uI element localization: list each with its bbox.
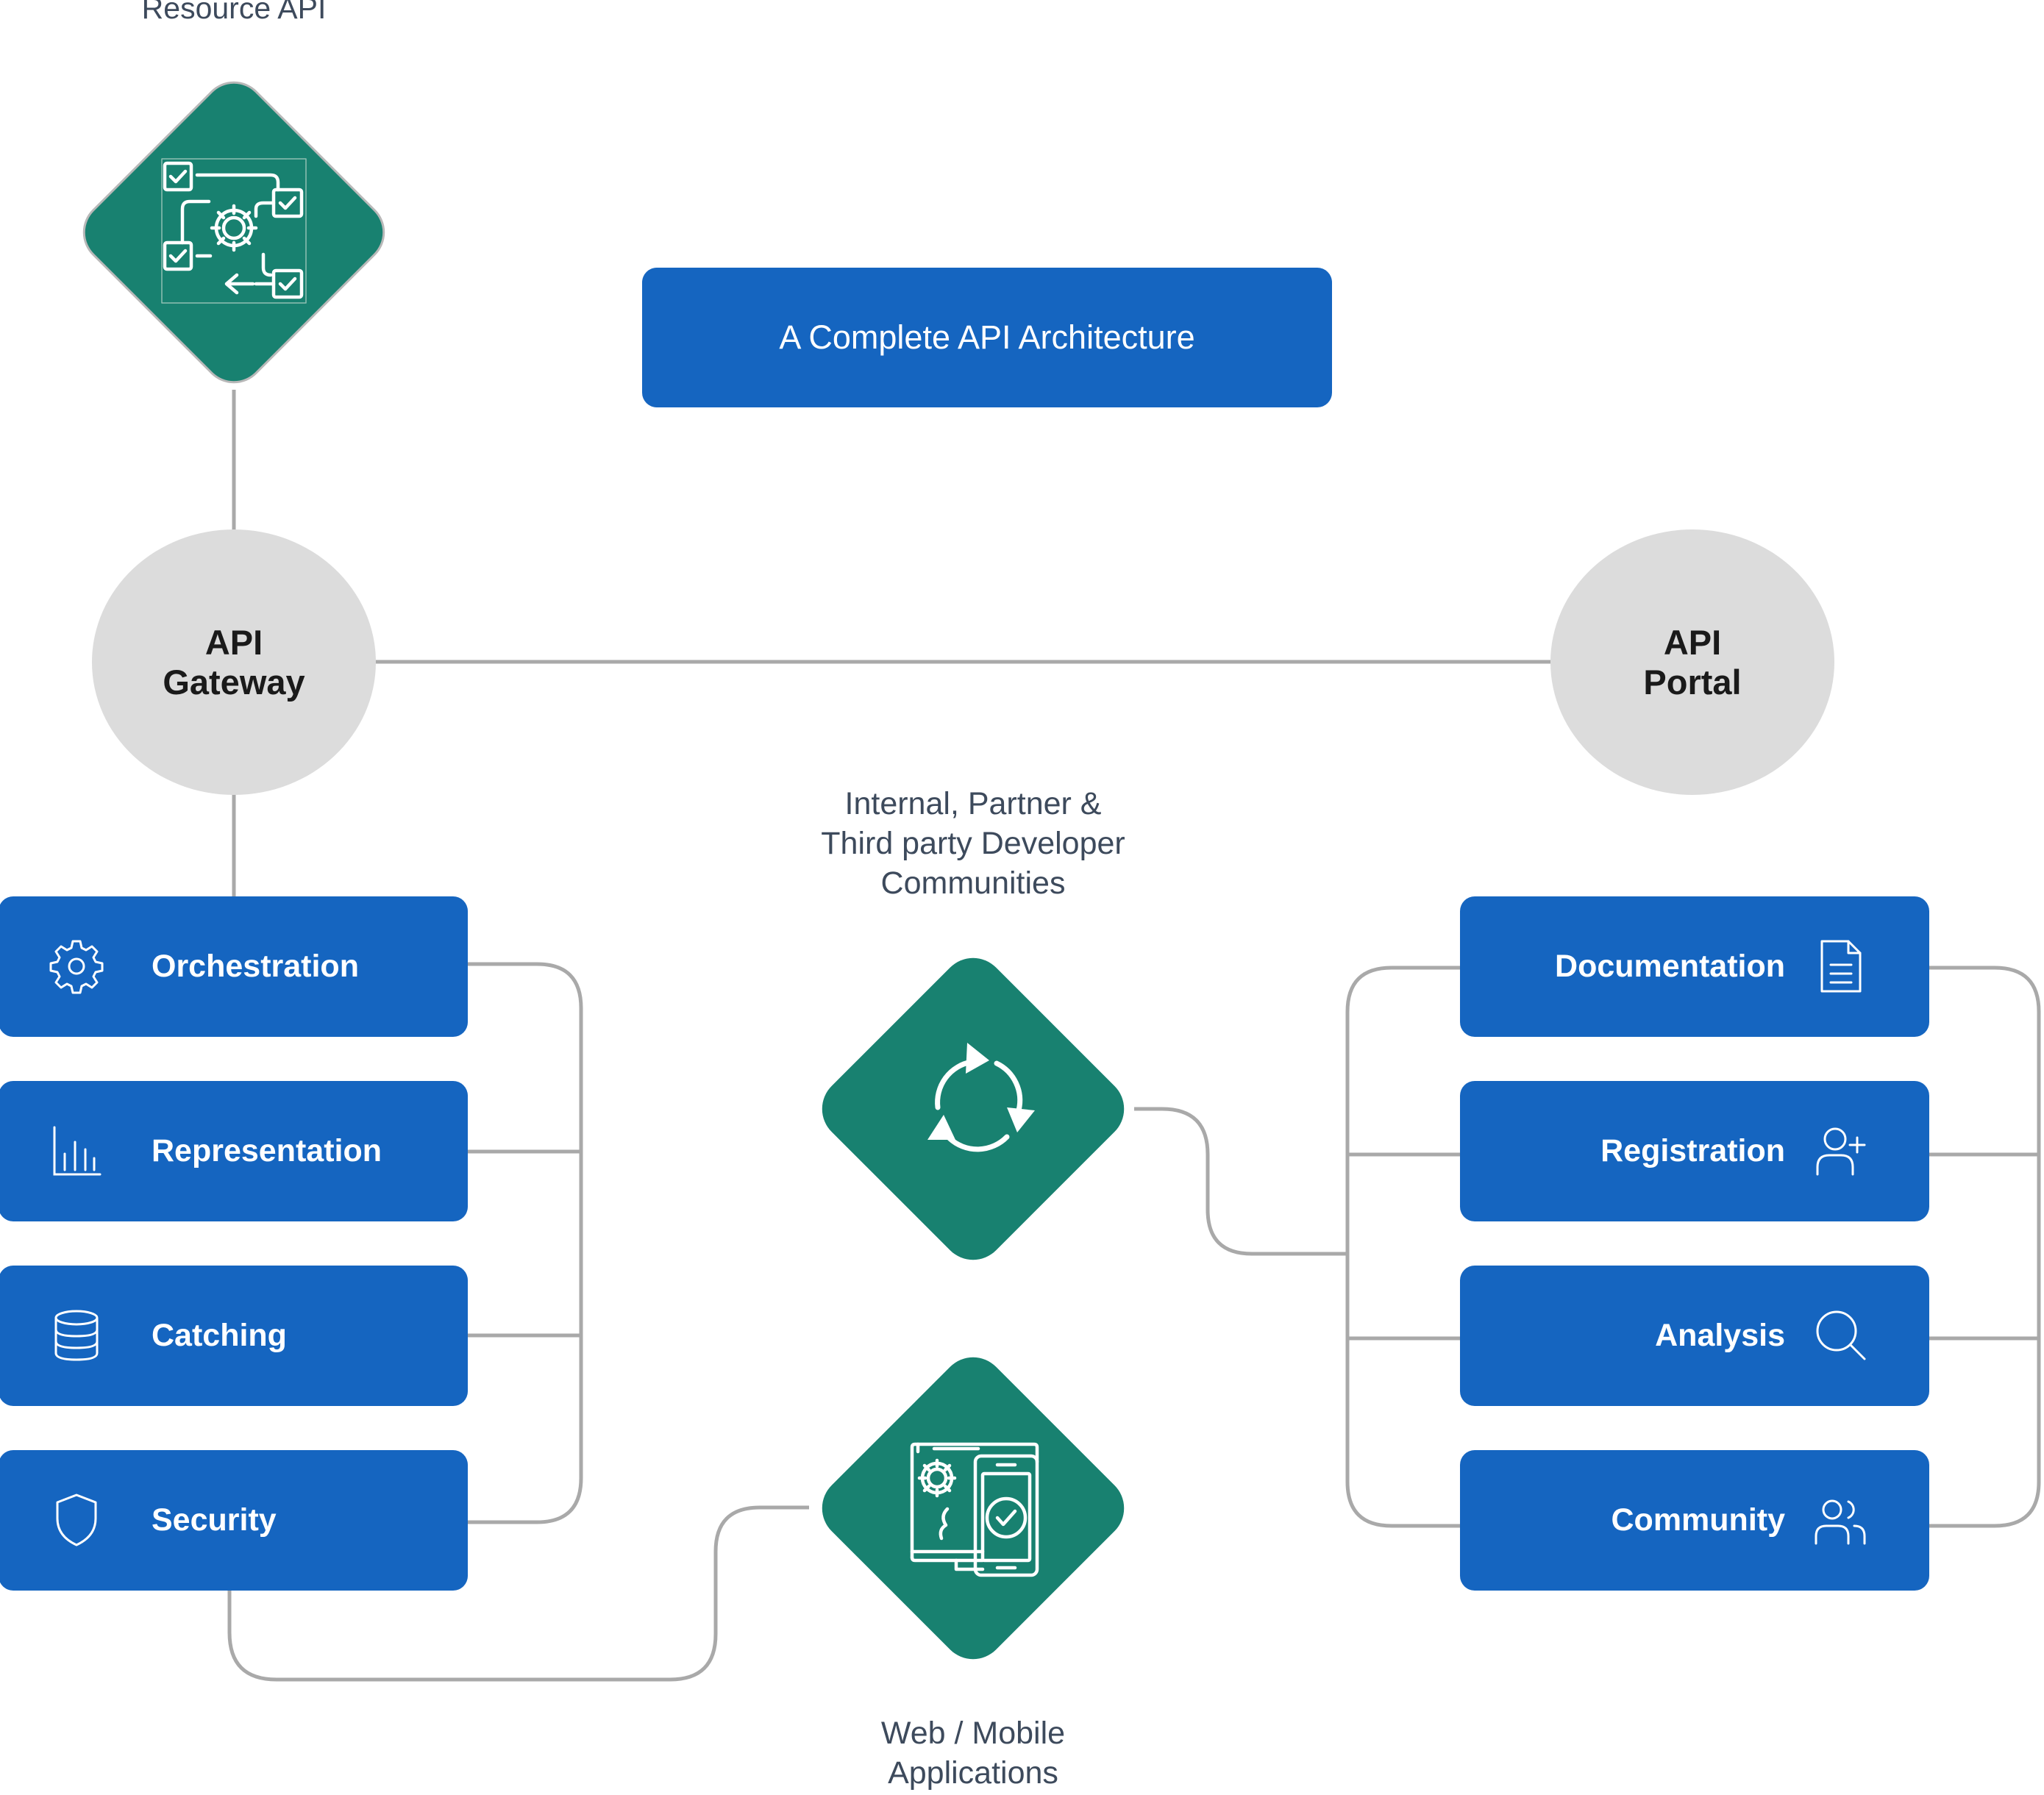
catching-label: Catching: [152, 1318, 287, 1353]
security-card[interactable]: Security: [0, 1450, 468, 1591]
gear-icon: [49, 940, 104, 994]
gateway-items-bracket: [468, 962, 583, 1524]
database-icon: [54, 1310, 99, 1361]
orchestration-card[interactable]: Orchestration: [0, 896, 468, 1037]
representation-label: Representation: [152, 1133, 382, 1168]
refresh-cycle-icon: [927, 1043, 1035, 1152]
desktop-mobile-devices-icon: [910, 1442, 1039, 1577]
api-portal-label: API Portal: [1643, 622, 1742, 702]
analysis-card[interactable]: Analysis: [1460, 1266, 1929, 1406]
security-label: Security: [152, 1502, 277, 1538]
shield-icon: [56, 1494, 97, 1546]
portal-items-right-bracket: [1929, 966, 2041, 1528]
search-icon: [1816, 1310, 1866, 1360]
representation-card[interactable]: Representation: [0, 1081, 468, 1221]
api-gateway-node: API Gateway: [92, 529, 376, 795]
security-to-webmobile-line: [227, 1505, 809, 1682]
analysis-label: Analysis: [1655, 1318, 1785, 1353]
communities-label: Internal, Partner & Third party Develope…: [821, 786, 1125, 901]
documentation-card[interactable]: Documentation: [1460, 896, 1929, 1037]
orchestration-label: Orchestration: [152, 949, 359, 984]
web-mobile-label: Web / Mobile Applications: [880, 1716, 1066, 1791]
resource-api-label: Resource API: [141, 0, 327, 25]
users-icon: [1815, 1499, 1866, 1545]
api-portal-node: API Portal: [1550, 529, 1834, 795]
documentation-label: Documentation: [1555, 949, 1785, 984]
registration-label: Registration: [1600, 1133, 1785, 1168]
workflow-gear-checklist-icon: [161, 158, 307, 304]
community-card[interactable]: Community: [1460, 1450, 1929, 1591]
registration-card[interactable]: Registration: [1460, 1081, 1929, 1221]
communities-to-portal-line: [1134, 1107, 1347, 1256]
bar-chart-icon: [53, 1126, 102, 1176]
catching-card[interactable]: Catching: [0, 1266, 468, 1406]
page-title: A Complete API Architecture: [642, 268, 1332, 407]
api-gateway-label: API Gateway: [163, 622, 305, 702]
community-label: Community: [1611, 1502, 1786, 1538]
portal-items-left-bracket: [1345, 966, 1461, 1528]
document-icon: [1820, 940, 1862, 993]
user-add-icon: [1816, 1127, 1866, 1176]
